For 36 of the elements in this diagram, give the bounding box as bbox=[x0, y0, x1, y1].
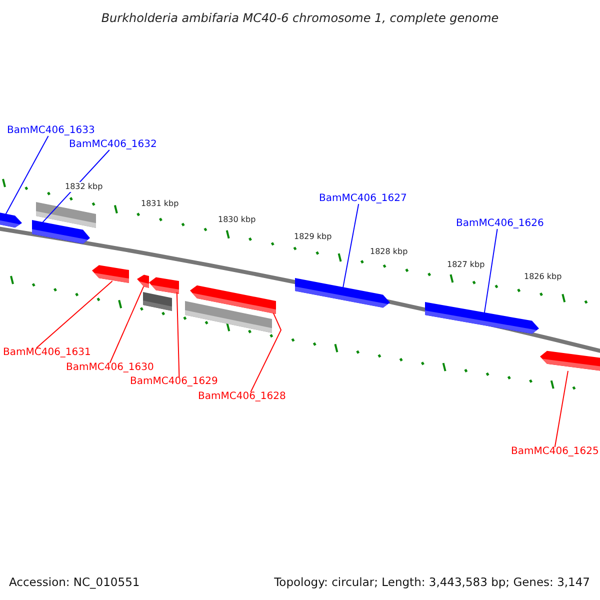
genome-info-text: Topology: circular; Length: 3,443,583 bp; Genes: 3,147 bbox=[274, 575, 590, 589]
gene-label: BamMC406_1630 bbox=[66, 362, 154, 374]
feature-bar bbox=[143, 292, 172, 311]
leader-line bbox=[109, 286, 144, 364]
leader-line bbox=[250, 312, 282, 392]
leader-line bbox=[40, 150, 110, 224]
scale-label: 1831 kbp bbox=[141, 199, 179, 209]
leader-line bbox=[36, 280, 113, 348]
leader-line bbox=[5, 136, 49, 216]
gene-feature bbox=[92, 264, 129, 283]
gene-label: BamMC406_1626 bbox=[456, 218, 544, 230]
gene-feature bbox=[425, 302, 539, 335]
gene-label: BamMC406_1625 bbox=[511, 446, 599, 458]
accession-text: Accession: NC_010551 bbox=[9, 575, 140, 589]
gene-feature bbox=[0, 211, 22, 229]
gene-feature bbox=[295, 278, 390, 309]
scale-label: 1829 kbp bbox=[294, 232, 332, 242]
leader-line bbox=[484, 228, 498, 314]
gene-feature bbox=[540, 350, 600, 372]
gene-label: BamMC406_1632 bbox=[69, 139, 157, 151]
scale-label: 1826 kbp bbox=[524, 272, 562, 282]
title: Burkholderia ambifaria MC40-6 chromosome 1, complete genome bbox=[100, 11, 500, 26]
gene-label: BamMC406_1628 bbox=[198, 391, 286, 403]
scale-label: 1827 kbp bbox=[447, 260, 485, 270]
gene-label: BamMC406_1627 bbox=[319, 193, 407, 205]
leader-line bbox=[554, 370, 568, 448]
scale-label: 1832 kbp bbox=[65, 182, 103, 192]
gene-label: BamMC406_1629 bbox=[130, 376, 218, 388]
scale-label: 1830 kbp bbox=[218, 215, 256, 225]
leader-line bbox=[176, 292, 180, 378]
gene-feature bbox=[137, 273, 149, 288]
scale-label: 1828 kbp bbox=[370, 247, 408, 257]
feature-bar bbox=[185, 301, 272, 333]
gene-feature bbox=[32, 220, 90, 245]
gene-label: BamMC406_1631 bbox=[3, 347, 91, 359]
gene-label: BamMC406_1633 bbox=[7, 125, 95, 137]
